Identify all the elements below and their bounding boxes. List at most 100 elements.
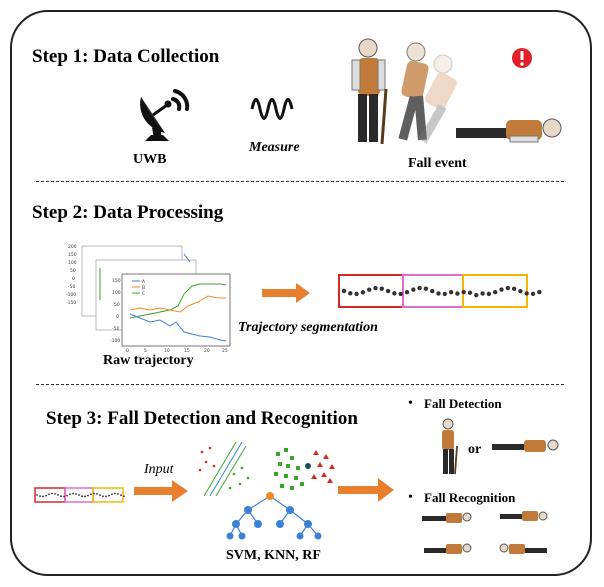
fall-forward-figure [422,512,472,523]
svg-text:5: 5 [144,348,147,354]
arrow-input [134,480,188,502]
trajectory-point [48,493,50,496]
svg-text:50: 50 [114,302,120,308]
trajectory-point [354,291,359,297]
standing-elder-figure [351,38,388,145]
svg-text:25: 25 [222,348,228,354]
svg-text:-100: -100 [66,292,76,298]
trajectory-point [524,291,529,296]
step2-title: Step 2: Data Processing [32,202,224,223]
svg-text:-50: -50 [112,326,119,332]
trajectory-point [436,291,441,296]
trajectory-point [530,291,536,297]
raw-trajectory-plot: 200 150 100 50 0 -50 -100 -150 150 100 5… [66,244,231,354]
svg-text:10: 10 [164,348,170,354]
trajectory-point [505,285,510,291]
fall-event-label: Fall event [408,156,467,171]
svg-text:50: 50 [70,268,76,274]
step1-title: Step 1: Data Collection [32,46,220,67]
svg-text:20: 20 [204,348,210,354]
svg-text:-150: -150 [66,300,76,306]
alert-icon [512,48,532,68]
separator-2 [36,384,564,385]
separator-1 [36,181,564,182]
step3-title: Step 3: Fall Detection and Recognition [46,408,358,429]
svg-text:B: B [142,285,145,291]
trajectory-point [341,288,347,294]
satellite-dish-icon [140,89,190,141]
trajectory-point [99,494,101,496]
trajectory-point [66,494,68,497]
trajectory-point [467,290,473,295]
raw-trajectory-label: Raw trajectory [103,353,194,368]
trajectory-point [455,291,460,296]
trajectory-point [518,289,523,294]
trajectory-point [84,495,86,498]
svg-text:0: 0 [116,314,119,320]
lying-elder-figure [456,118,562,143]
svg-text:150: 150 [112,278,121,284]
models-label: SVM, KNN, RF [226,548,321,563]
svg-text:15: 15 [184,348,190,354]
trajectory-point [114,492,116,495]
svg-text:150: 150 [68,252,77,258]
trajectory-point [111,493,113,496]
trajectory-point [63,495,65,498]
trajectory-point [360,290,366,295]
trajectory-point [120,494,122,497]
trajectory-point [379,286,384,291]
trajectory-point [511,286,517,291]
fall-detection-label: Fall Detection [424,396,502,411]
trajectory-point [461,289,466,295]
fall-type-figures [422,511,548,554]
trajectory-point [117,492,119,495]
trajectory-point [367,287,372,292]
fall-backward-figure [500,511,548,521]
trajectory-point [108,494,110,497]
arrow-step2 [262,283,310,303]
arrow-output [338,478,394,502]
svg-text:0: 0 [72,276,75,282]
trajectory-point [51,492,53,495]
svg-text:100: 100 [112,290,121,296]
svg-text:100: 100 [68,260,77,266]
trajectory-point [373,285,378,291]
trajectory-point [105,495,107,498]
trajectory-point [398,291,403,297]
trajectory-point [486,291,492,297]
trajectory-point [69,493,71,496]
standing-result-figure [442,418,458,475]
or-label: or [468,442,482,457]
trajectory-point [78,494,80,496]
trajectory-point [81,495,83,498]
lying-result-figure [492,439,559,452]
trajectory-point [72,492,74,495]
measure-label: Measure [249,140,300,155]
fall-event-illustration [351,38,562,145]
trajectory-point [60,495,62,498]
bullet-icon: • [408,490,413,505]
trajectory-point [499,287,504,292]
trajectory-point [537,289,542,295]
trajectory-point [93,492,95,495]
trajectory-point [90,493,92,496]
trajectory-point [442,291,447,297]
trajectory-point [45,494,47,497]
trajectory-point [404,290,410,295]
fall-left-figure [424,543,472,554]
input-trajectory [34,487,125,503]
trajectory-point [96,492,98,495]
trajectory-point [392,291,397,296]
trajectory-point [102,495,104,498]
trajectory-point [430,288,435,294]
svg-text:0: 0 [126,348,129,354]
trajectory-point [474,292,479,298]
trajectory-point [75,492,77,495]
knn-clusters [274,448,335,490]
decision-tree-icon [226,492,322,540]
trajectory-point [42,495,44,498]
trajectory-point [123,495,125,498]
segmented-trajectory [338,274,542,308]
svg-text:200: 200 [68,244,77,250]
svg-text:A: A [142,279,146,285]
